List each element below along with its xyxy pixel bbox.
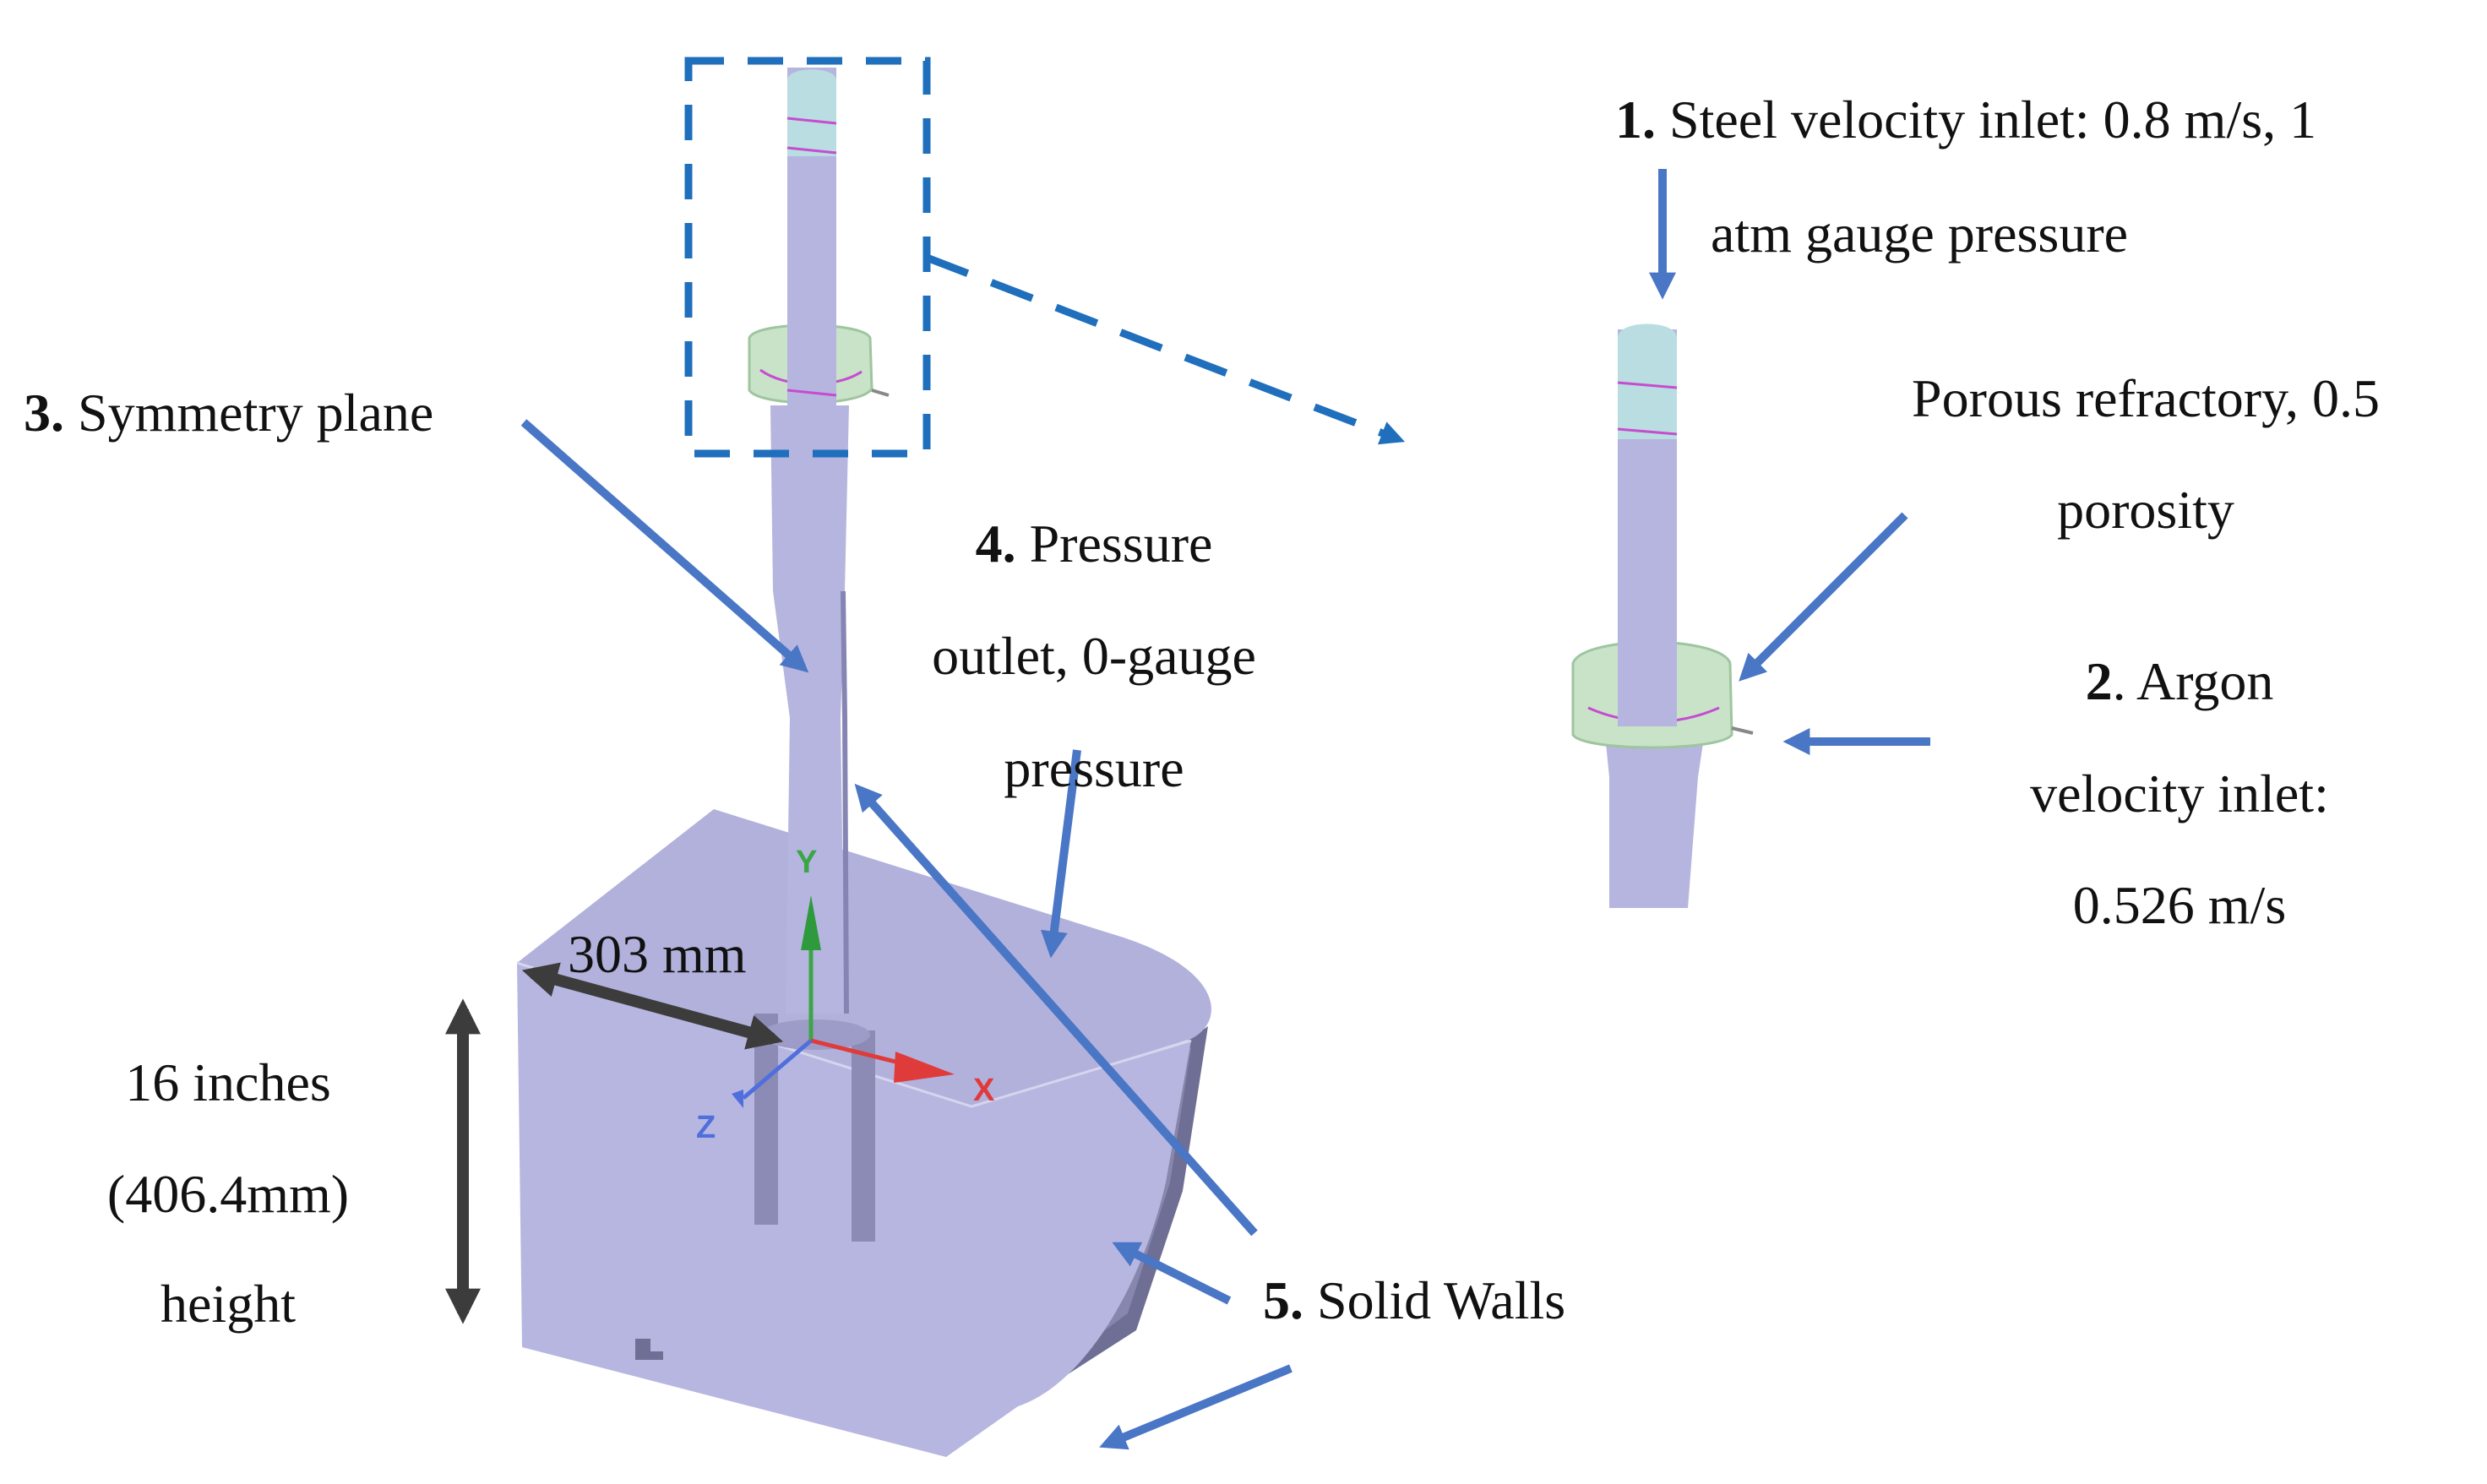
arrow-pressure-outlet (1040, 749, 1081, 959)
walls-number: 5. (1263, 1270, 1303, 1330)
callout-arrows (520, 169, 1930, 1450)
nozzle-main (748, 68, 890, 1014)
argon-label-line1: 2. Argon (1926, 655, 2433, 709)
nozzle-lower (770, 405, 849, 1014)
arrow-wall-bottom (1099, 1364, 1292, 1450)
width-dimension-label: 303 mm (568, 924, 747, 984)
walls-text: Solid Walls (1317, 1270, 1566, 1330)
steel-inlet-line2: atm gauge pressure (1711, 204, 2129, 264)
slot-cut-right (852, 1030, 875, 1242)
argon-number: 2 (2085, 651, 2113, 711)
argon-line2: velocity inlet: (2030, 764, 2329, 824)
axis-z-line (742, 1039, 813, 1100)
axis-y-label: Y (796, 845, 818, 880)
zoom-box (684, 57, 931, 458)
coordinate-triad (732, 895, 955, 1108)
arrow-symmetry (520, 419, 809, 673)
slot-cut-left (754, 1014, 778, 1225)
steel-inlet-line1: Steel velocity inlet: 0.8 m/s, 1 (1669, 90, 2317, 149)
nozzle-shade (841, 590, 849, 1014)
mold-box (516, 809, 1211, 1457)
height-line1: 16 inches (125, 1052, 331, 1112)
symmetry-number: 3. (24, 383, 64, 443)
arrow-wall-side (1112, 1242, 1232, 1305)
detail-interface-1 (1617, 381, 1678, 389)
inlet-interface-1 (786, 117, 837, 125)
walls-label: 5.Solid Walls (1263, 1274, 1565, 1328)
pressure-number: 4. (975, 514, 1016, 573)
symmetry-text: Symmetry plane (78, 383, 434, 443)
nozzle-detail (1571, 323, 1754, 908)
axis-x-label: X (973, 1073, 995, 1108)
porous-line1: Porous refractory, 0.5 (1912, 368, 2380, 428)
pressure-line1: Pressure (1029, 514, 1213, 573)
detail-inlet (1618, 323, 1677, 439)
arrow-porous (1739, 512, 1908, 682)
axis-x-arrowhead (894, 1052, 955, 1083)
argon-line3: 0.526 m/s (2072, 875, 2287, 935)
detail-interface-2 (1617, 427, 1678, 436)
porous-line2: porosity (2057, 480, 2234, 540)
mold-top-face (517, 809, 1211, 1106)
argon-line1: . Argon (2112, 651, 2274, 711)
pressure-label-line1: 4.Pressure (870, 517, 1318, 571)
axis-y-arrowhead (801, 895, 821, 950)
dimension-arrow-width (521, 962, 784, 1050)
symmetry-label: 3.Symmetry plane (24, 386, 433, 440)
nozzle-port (760, 1019, 870, 1050)
axis-z-label: Z (696, 1110, 716, 1145)
axis-z-arrowhead (732, 1090, 743, 1108)
height-line2: (406.4mm) (106, 1164, 350, 1224)
steel-inlet-label: 1.Steel velocity inlet: 0.8 m/s, 1 (1615, 93, 2316, 147)
inlet-interface-2 (786, 146, 837, 155)
pressure-line3: pressure (1004, 738, 1184, 798)
pressure-line2: outlet, 0-gauge (932, 626, 1256, 686)
inlet-section (787, 69, 836, 156)
zoom-arrow (925, 253, 1406, 445)
inlet-interface-3 (786, 389, 837, 397)
detail-argon-stub (1731, 726, 1754, 735)
bottom-notch (635, 1339, 663, 1360)
height-line3: height (161, 1274, 296, 1334)
arrow-wall-nozzle (854, 783, 1258, 1237)
steel-inlet-number: 1. (1615, 90, 1656, 149)
argon-stub (871, 389, 890, 397)
